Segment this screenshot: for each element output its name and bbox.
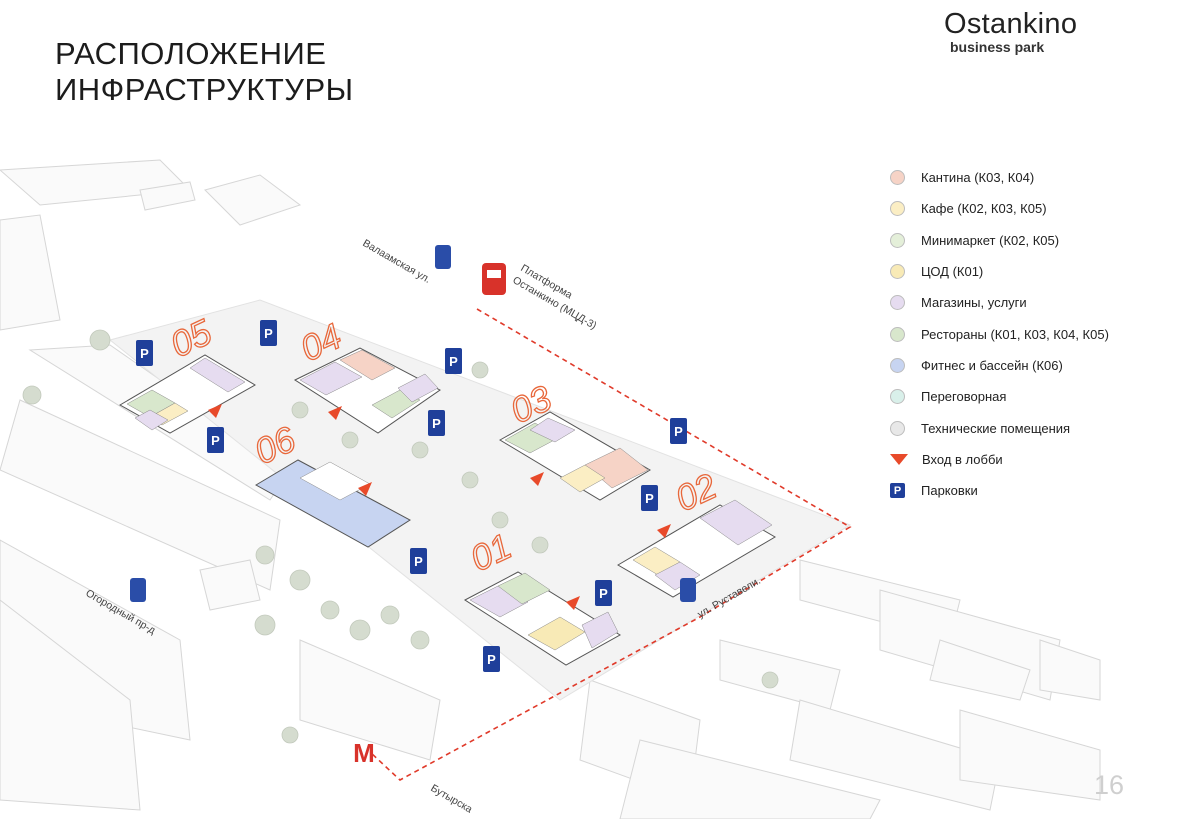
legend-label: Кафе (К02, К03, К05) (921, 201, 1047, 217)
legend-label: Кантина (К03, К04) (921, 170, 1035, 186)
legend-label: Рестораны (К01, К03, К04, К05) (921, 326, 1109, 342)
legend-label: Технические помещения (921, 420, 1071, 436)
svg-text:P: P (674, 424, 683, 439)
legend-label: Вход в лобби (922, 451, 1003, 467)
building-02 (617, 499, 776, 598)
legend-item: Кантина (К03, К04) (890, 162, 1170, 193)
bus-stop-icons (130, 245, 696, 602)
legend-label: Переговорная (921, 389, 1007, 405)
lobby-entrance-icon (890, 453, 908, 465)
page-title-line-2: ИНФРАСТРУКТУРЫ (55, 72, 354, 107)
legend-item: Вход в лобби (890, 444, 1170, 475)
building-04 (293, 347, 441, 434)
legend-item: Кафе (К02, К03, К05) (890, 193, 1170, 224)
legend-item: Магазины, услуги (890, 287, 1170, 318)
legend-label: ЦОД (К01) (921, 264, 984, 280)
legend-item: ЦОД (К01) (890, 256, 1170, 287)
page-title-line-1: РАСПОЛОЖЕНИЕ (55, 36, 327, 71)
legend-item: Минимаркет (К02, К05) (890, 225, 1170, 256)
svg-text:P: P (140, 346, 149, 361)
legend-item: Переговорная (890, 381, 1170, 412)
legend-item: Фитнес и бассейн (К06) (890, 350, 1170, 381)
site-ground (108, 299, 852, 701)
svg-text:P: P (645, 491, 654, 506)
legend-color-swatch (890, 389, 905, 405)
metro-icon: M (353, 738, 375, 768)
street-butyrskaya: Бутырска (429, 782, 475, 815)
logo-brand: Ostankino (944, 8, 1078, 40)
legend-label: Парковки (921, 483, 978, 499)
legend-color-swatch (890, 170, 905, 186)
parking-signs: P P P P P P P P P P (136, 320, 687, 672)
legend-label: Фитнес и бассейн (К06) (921, 357, 1063, 373)
legend-color-swatch (890, 295, 905, 311)
parking-icon: P (890, 483, 905, 499)
svg-text:P: P (432, 416, 441, 431)
legend-item: Рестораны (К01, К03, К04, К05) (890, 318, 1170, 349)
legend-color-swatch (890, 326, 905, 342)
svg-text:P: P (264, 326, 273, 341)
street-valaamskaya: Валаамская ул. (361, 237, 433, 286)
legend-color-swatch (890, 201, 905, 217)
building-03 (499, 411, 651, 501)
walking-route (369, 308, 852, 781)
svg-text:P: P (211, 433, 220, 448)
svg-text:P: P (449, 354, 458, 369)
legend-color-swatch (890, 357, 905, 373)
page-title: РАСПОЛОЖЕНИЕ ИНФРАСТРУКТУРЫ (55, 36, 354, 108)
page-number: 16 (1094, 770, 1125, 800)
context-buildings (0, 159, 1101, 819)
building-06 (254, 459, 411, 548)
legend-label: Магазины, услуги (921, 295, 1027, 311)
legend-item: Технические помещения (890, 412, 1170, 443)
legend: Кантина (К03, К04) Кафе (К02, К03, К05) Ми… (890, 162, 1170, 506)
svg-text:P: P (487, 652, 496, 667)
trees (22, 329, 779, 744)
legend-color-swatch (890, 264, 905, 280)
ostankino-logo: Ostankino business park (944, 8, 1114, 55)
building-01 (464, 571, 621, 666)
svg-text:P: P (599, 586, 608, 601)
building-05 (118, 354, 256, 434)
svg-text:P: P (414, 554, 423, 569)
legend-item: P Парковки (890, 475, 1170, 506)
site-map: 05 04 03 06 02 01 P P P P P P P P P P (0, 159, 1101, 819)
logo-subtitle: business park (950, 39, 1045, 55)
legend-color-swatch (890, 232, 905, 248)
lobby-entrances (208, 404, 671, 610)
legend-label: Минимаркет (К02, К05) (921, 232, 1060, 248)
legend-color-swatch (890, 420, 905, 436)
train-icon (482, 263, 506, 295)
